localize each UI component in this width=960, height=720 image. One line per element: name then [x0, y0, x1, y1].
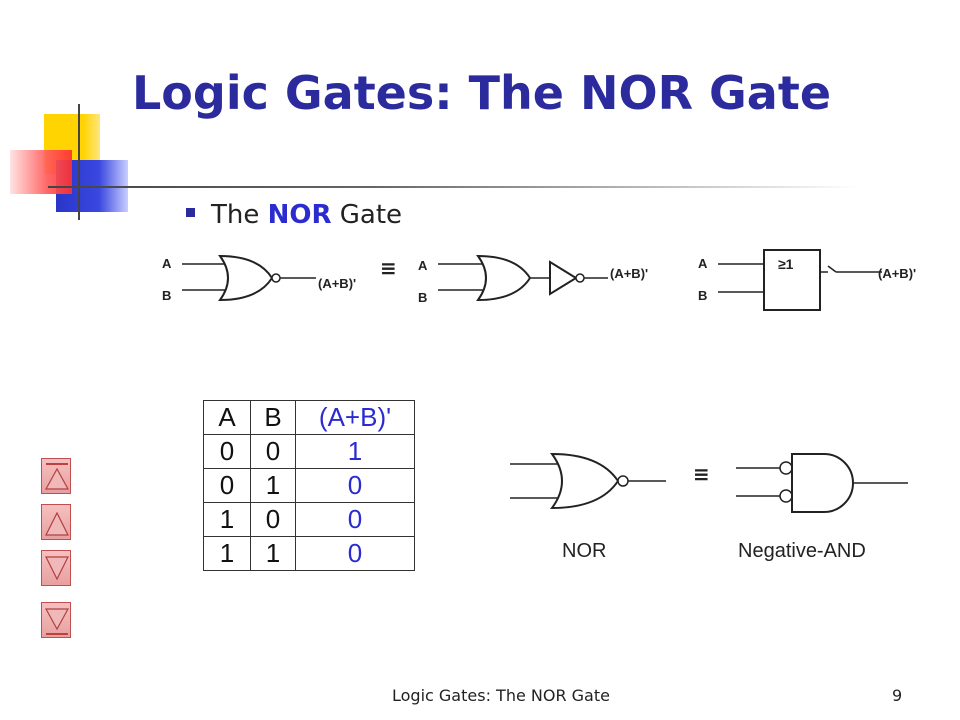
table-row: 1 1 0 — [203, 536, 415, 571]
equiv-symbol-2: ≡ — [693, 462, 710, 486]
slide-footer: Logic Gates: The NOR Gate — [392, 686, 610, 705]
title-underline — [48, 186, 860, 188]
nor-gate-symbol — [182, 254, 316, 302]
table-row: 0 0 1 — [203, 434, 415, 469]
gate3-input-b-label: B — [698, 288, 708, 303]
table-cell: 1 — [250, 536, 296, 571]
last-slide-icon — [44, 608, 70, 635]
table-cell: 0 — [203, 468, 251, 503]
nor-block-symbol — [718, 249, 882, 311]
nor-caption: NOR — [562, 540, 607, 562]
table-header-b: B — [250, 400, 296, 435]
equiv-symbol-1: ≡ — [380, 256, 397, 280]
table-cell: 0 — [250, 434, 296, 469]
nav-last-button[interactable] — [41, 602, 71, 638]
table-cell: 0 — [295, 536, 415, 571]
negative-and-caption: Negative-AND — [738, 540, 866, 562]
negative-and-symbol — [736, 453, 908, 513]
previous-slide-icon — [45, 511, 69, 536]
block-symbol-label: ≥1 — [778, 256, 794, 272]
bullet-item: The NOR Gate — [186, 200, 402, 230]
nav-previous-button[interactable] — [41, 504, 71, 540]
or-plus-inverter-symbol — [438, 254, 608, 302]
gate2-input-a-label: A — [418, 258, 428, 273]
bullet-prefix: The — [211, 200, 268, 230]
table-cell: 1 — [203, 536, 251, 571]
bullet-square-icon — [186, 208, 195, 217]
bullet-keyword: NOR — [267, 200, 332, 230]
nor-gate-large-symbol — [510, 452, 666, 510]
gate2-input-b-label: B — [418, 290, 428, 305]
bullet-suffix: Gate — [331, 200, 403, 230]
table-cell: 0 — [295, 468, 415, 503]
table-row: 0 1 0 — [203, 468, 415, 503]
page-number: 9 — [892, 686, 903, 705]
gate1-output-label: (A+B)' — [318, 276, 357, 291]
truth-table: A B (A+B)' 0 0 1 0 1 0 1 0 0 1 1 0 — [203, 400, 415, 571]
table-cell: 1 — [250, 468, 296, 503]
slide-title: Logic Gates: The NOR Gate — [132, 66, 832, 120]
decor-vertical-line — [78, 104, 80, 220]
table-header-a: A — [203, 400, 251, 435]
table-header-row: A B (A+B)' — [203, 400, 415, 435]
table-cell: 0 — [203, 434, 251, 469]
nav-first-button[interactable] — [41, 458, 71, 494]
table-cell: 1 — [295, 434, 415, 469]
table-header-output: (A+B)' — [295, 400, 415, 435]
gate3-output-label: (A+B)' — [878, 266, 917, 281]
gate3-input-a-label: A — [698, 256, 708, 271]
gate1-input-a-label: A — [162, 256, 172, 271]
first-slide-icon — [44, 463, 70, 490]
next-slide-icon — [45, 556, 69, 581]
nav-next-button[interactable] — [41, 550, 71, 586]
table-cell: 0 — [250, 502, 296, 537]
gate1-input-b-label: B — [162, 288, 172, 303]
table-cell: 0 — [295, 502, 415, 537]
table-row: 1 0 0 — [203, 502, 415, 537]
gate2-output-label: (A+B)' — [610, 266, 649, 281]
table-cell: 1 — [203, 502, 251, 537]
